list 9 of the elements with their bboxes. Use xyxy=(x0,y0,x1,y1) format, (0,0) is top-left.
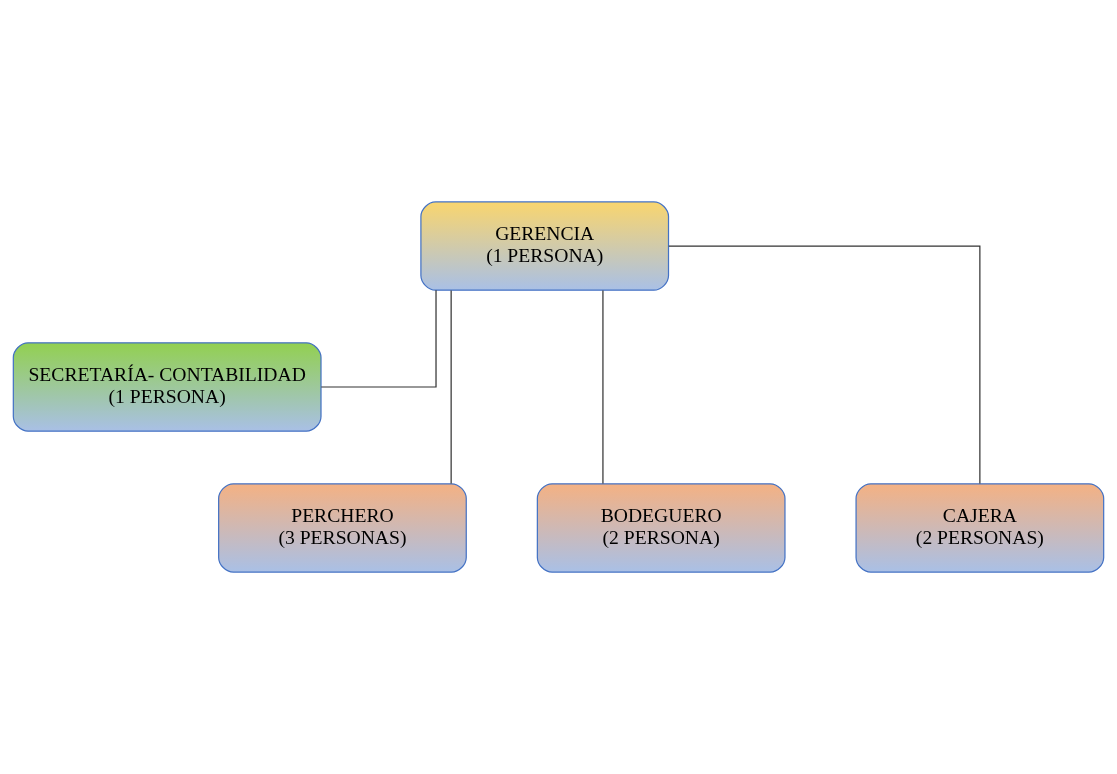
connector xyxy=(450,289,452,484)
node-box: SECRETARÍA- CONTABILIDAD (1 PERSONA) xyxy=(12,342,322,432)
node-box: GERENCIA (1 PERSONA) xyxy=(420,201,670,291)
connector xyxy=(668,245,981,485)
node-box: CAJERA (2 PERSONAS) xyxy=(855,483,1105,573)
node-box: PERCHERO (3 PERSONAS) xyxy=(218,483,467,573)
connector xyxy=(320,289,437,388)
node-box: BODEGUERO (2 PERSONA) xyxy=(536,483,786,573)
connector xyxy=(602,289,604,484)
